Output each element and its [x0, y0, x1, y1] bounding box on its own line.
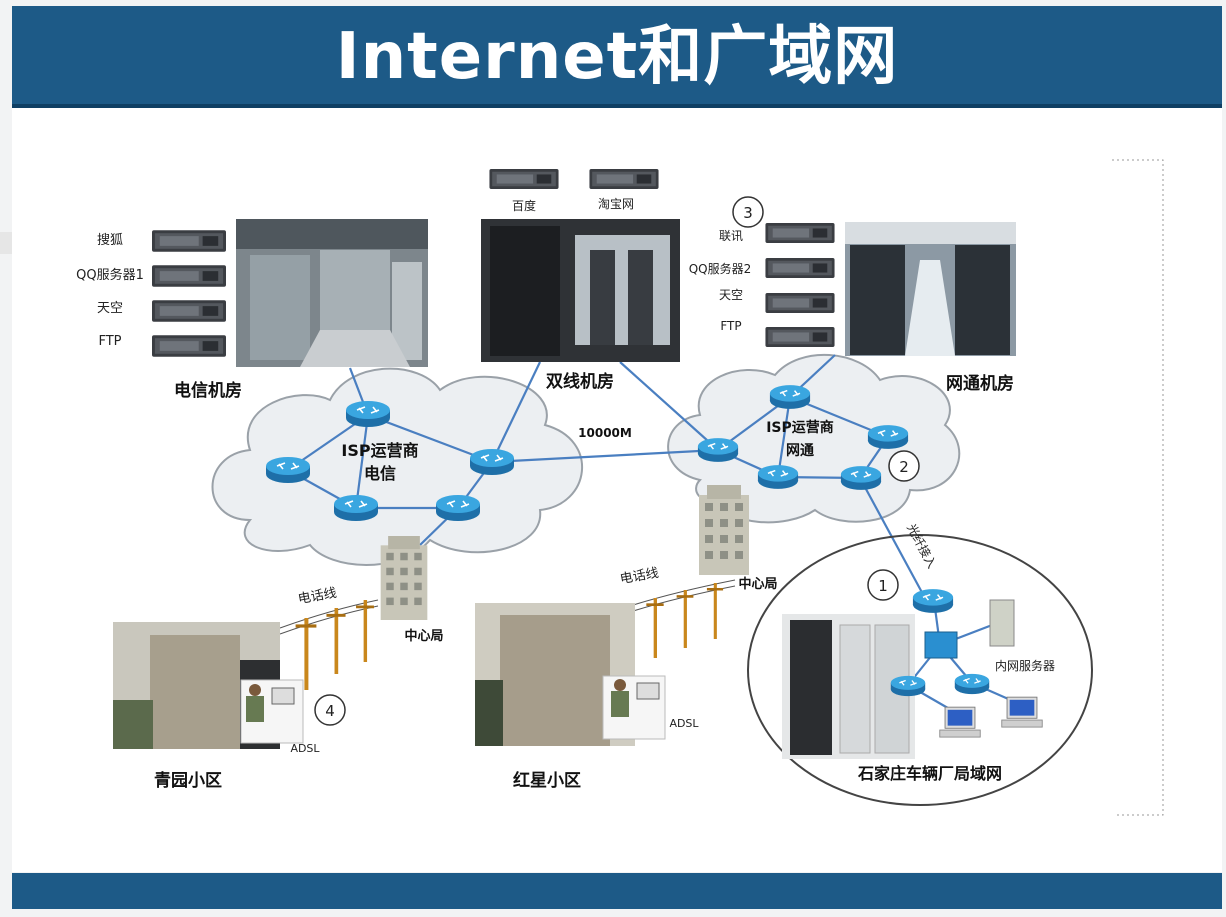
- cloud-netcom: [667, 354, 961, 524]
- switch-icon: [924, 631, 958, 659]
- svg-text:4: 4: [325, 702, 335, 720]
- cloud-netcom-line1: ISP运营商: [766, 419, 834, 436]
- central-office-telecom: 中心局: [380, 536, 444, 644]
- marker-3: 3: [732, 196, 764, 228]
- marker-4: 4: [314, 694, 346, 726]
- dual-datacenter: 百度 淘宝网 双线机房: [481, 169, 680, 392]
- fiber-label: 光纤接入: [904, 521, 940, 570]
- server-label: QQ服务器2: [689, 261, 752, 276]
- lan-label: 石家庄车辆厂局域网: [857, 764, 1002, 783]
- router-icon: [757, 464, 799, 490]
- marker-1: 1: [867, 569, 899, 601]
- residential-label: 红星小区: [513, 770, 581, 791]
- cloud-telecom: [211, 367, 583, 566]
- datacenter-label: 电信机房: [174, 380, 242, 401]
- server-label: FTP: [98, 334, 121, 349]
- router-icon: [890, 675, 926, 697]
- datacenter-label: 网通机房: [946, 373, 1014, 394]
- router-icon: [469, 448, 515, 476]
- lan-boundary: [747, 534, 1093, 806]
- adsl-label: ADSL: [290, 742, 320, 755]
- telecom-datacenter: 搜狐 QQ服务器1 天空 FTP 电信机房: [76, 219, 428, 401]
- cloud-netcom-line2: 网通: [786, 443, 814, 459]
- dotted-frame: [1112, 159, 1164, 816]
- server-label: FTP: [720, 319, 741, 333]
- server-label: 搜狐: [97, 233, 123, 248]
- netcom-datacenter: 联讯 QQ服务器2 天空 FTP 网通机房: [689, 222, 1016, 394]
- server-label: 淘宝网: [598, 197, 634, 211]
- svg-text:3: 3: [743, 204, 753, 222]
- server-label: QQ服务器1: [76, 267, 144, 283]
- central-office-netcom: 中心局: [699, 485, 778, 592]
- server-label: 天空: [97, 301, 123, 316]
- router-icon: [435, 494, 481, 522]
- marker-2: 2: [888, 450, 920, 482]
- pc-icon: [1001, 696, 1043, 728]
- router-icon: [265, 456, 311, 484]
- server-label: 联讯: [719, 229, 743, 243]
- link-speed-label: 10000M: [578, 426, 632, 440]
- server-label: 百度: [512, 198, 536, 213]
- phone-line-label: 电话线: [619, 566, 660, 588]
- router-icon: [333, 494, 379, 522]
- phone-line-label: 电话线: [297, 586, 338, 608]
- svg-text:1: 1: [878, 577, 888, 595]
- building-icon: [699, 485, 749, 575]
- pc-icon: [939, 706, 981, 738]
- adsl-label: ADSL: [669, 717, 699, 730]
- svg-text:2: 2: [899, 458, 909, 476]
- router-icon: [912, 588, 954, 614]
- lan-enterprise: 内网服务器 石家庄车辆厂局域网 光纤接入: [747, 521, 1093, 806]
- central-office-label: 中心局: [404, 628, 443, 644]
- cloud-telecom-line2: 电信: [364, 464, 396, 483]
- building-icon: [380, 536, 428, 620]
- residential-label: 青园小区: [154, 770, 222, 791]
- footer-bar: [12, 873, 1222, 909]
- residential-hongxing: ADSL 红星小区: [475, 603, 699, 791]
- phone-line-left: 电话线: [279, 586, 379, 690]
- router-icon: [954, 673, 990, 695]
- residential-qingyuan: ADSL 青园小区: [113, 622, 320, 791]
- title-bar: Internet和广域网: [12, 6, 1222, 106]
- router-icon: [867, 424, 909, 450]
- intranet-server-label: 内网服务器: [995, 658, 1055, 673]
- slide-edge-tab: [0, 232, 12, 254]
- router-icon: [345, 400, 391, 428]
- intranet-server-icon: [989, 599, 1015, 647]
- router-icon: [697, 437, 739, 463]
- title-underline: [12, 104, 1222, 108]
- central-office-label: 中心局: [738, 576, 777, 592]
- cloud-telecom-line1: ISP运营商: [341, 441, 418, 460]
- router-icon: [840, 465, 882, 491]
- datacenter-label: 双线机房: [546, 371, 614, 392]
- router-icon: [769, 384, 811, 410]
- server-label: 天空: [719, 288, 743, 302]
- slide-title: Internet和广域网: [335, 20, 899, 94]
